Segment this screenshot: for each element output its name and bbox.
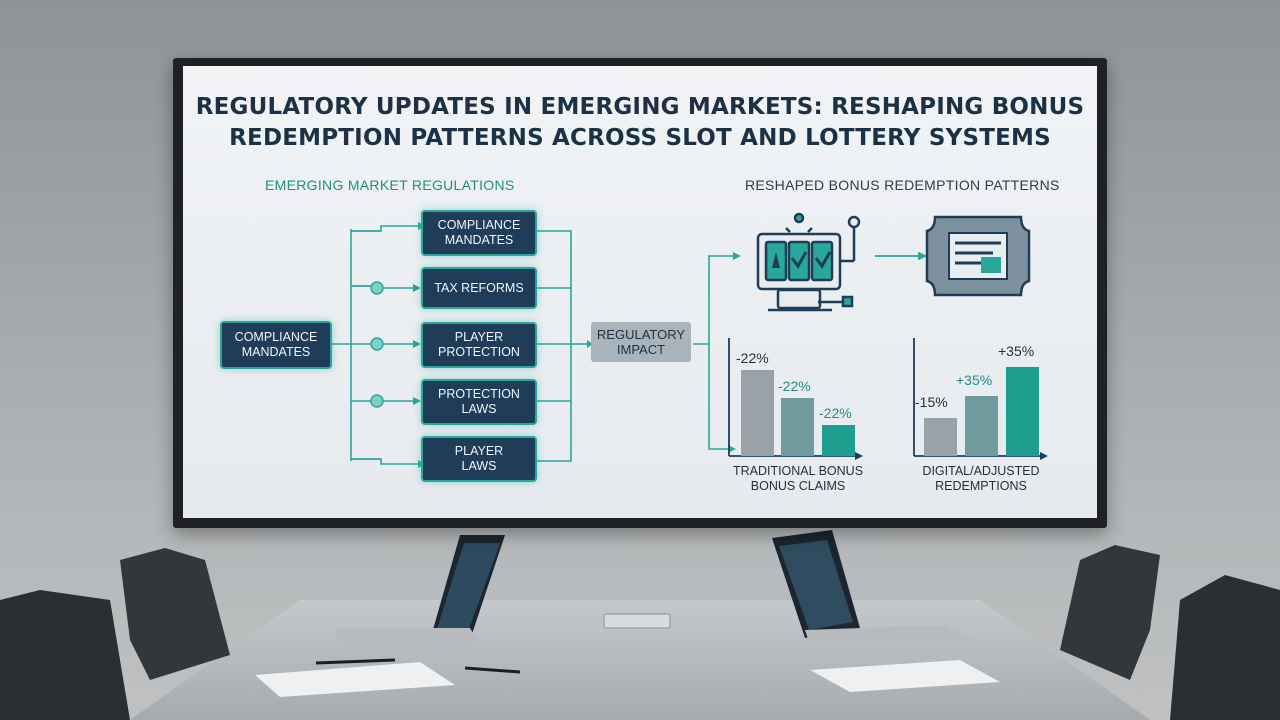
chart-left-caption-line-1: TRADITIONAL BONUS	[732, 464, 864, 478]
chart-right-label-1: -15%	[915, 394, 948, 410]
laptop-right-display	[779, 540, 853, 630]
chart-right-caption: DIGITAL/ADJUSTED REDEMPTIONS	[901, 464, 1061, 494]
branch-3-line-2: PROTECTION	[438, 345, 520, 359]
wall-display: REGULATORY UPDATES IN EMERGING MARKETS: …	[173, 58, 1107, 528]
branch-2-line-1: TAX REFORMS	[434, 280, 524, 295]
presentation-slide: REGULATORY UPDATES IN EMERGING MARKETS: …	[183, 66, 1097, 518]
paper-left	[255, 662, 455, 697]
chart-right-bar-1	[924, 418, 957, 456]
right-section-heading: RESHAPED BONUS REDEMPTION PATTERNS	[745, 177, 1060, 193]
slide-title-line-1: REGULATORY UPDATES IN EMERGING MARKETS: …	[195, 94, 1085, 120]
branch-3-line-1: PLAYER	[454, 330, 504, 344]
chart-left-bar-3	[822, 425, 855, 456]
chart-left-bar-1	[741, 370, 774, 456]
branch-4-line-1: PROTECTION	[438, 387, 520, 401]
branch-5-line-2: LAWS	[461, 459, 497, 473]
chart-right-bar-2	[965, 396, 998, 456]
branch-tax-reforms: TAX REFORMS	[421, 267, 537, 309]
source-line-2: MANDATES	[241, 345, 311, 359]
arrow-to-ticket	[875, 252, 927, 260]
chart-left-label-3: -22%	[819, 405, 852, 421]
chair-left-back	[120, 548, 230, 680]
chart-traditional	[728, 338, 863, 460]
branch-5-line-1: PLAYER	[454, 444, 504, 458]
laptop-left-base	[335, 628, 480, 645]
table-outlet	[603, 613, 671, 629]
impact-line-1: REGULATORY	[596, 327, 686, 342]
pen-right	[464, 666, 521, 674]
slide-title-line-2: REDEMPTION PATTERNS ACROSS SLOT AND LOTT…	[229, 125, 1051, 151]
chart-left-caption: TRADITIONAL BONUS BONUS CLAIMS	[723, 464, 873, 494]
chart-left-bar-2	[781, 398, 814, 456]
laptop-left-display	[436, 543, 500, 632]
left-section-heading: EMERGING MARKET REGULATIONS	[265, 177, 515, 193]
branch-1-line-1: COMPLIANCE	[437, 218, 521, 232]
pen-left	[315, 658, 396, 665]
chart-right-bar-3	[1006, 367, 1039, 456]
chart-right-label-2: +35%	[956, 372, 993, 388]
chart-right-label-3: +35%	[998, 343, 1035, 359]
branch-4-line-2: LAWS	[461, 402, 497, 416]
chart-left-caption-line-2: BONUS CLAIMS	[750, 479, 846, 493]
source-line-1: COMPLIANCE	[234, 330, 318, 344]
chair-right-front	[1170, 575, 1280, 720]
branch-1-line-2: MANDATES	[444, 233, 514, 247]
slot-machine-icon	[756, 212, 861, 312]
lottery-ticket-icon	[925, 215, 1031, 297]
flow-connectors	[328, 222, 926, 468]
chart-left-label-1: -22%	[736, 350, 769, 366]
chair-right-back	[1060, 545, 1160, 680]
chart-digital	[913, 338, 1048, 460]
impact-line-2: IMPACT	[616, 342, 666, 357]
chart-right-caption-line-1: DIGITAL/ADJUSTED	[922, 464, 1040, 478]
chart-right-caption-line-2: REDEMPTIONS	[935, 479, 1027, 493]
chair-left-front	[0, 590, 130, 720]
chart-left-label-2: -22%	[778, 378, 811, 394]
laptop-right-base	[805, 625, 972, 645]
slide-title: REGULATORY UPDATES IN EMERGING MARKETS: …	[183, 92, 1097, 154]
paper-right	[810, 660, 1000, 692]
